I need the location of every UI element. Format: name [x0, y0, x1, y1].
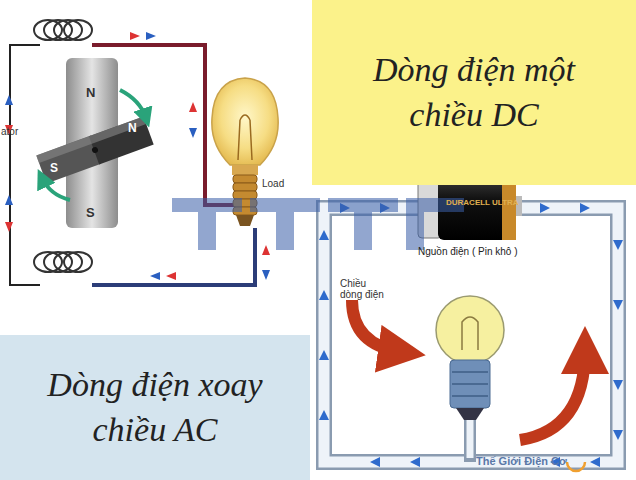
watermark-mark	[172, 198, 464, 250]
pole-label: N	[128, 122, 137, 135]
pole-label: S	[50, 162, 58, 175]
current-direction-label: Chiều dòng điện	[340, 278, 390, 300]
ac-circuit	[5, 20, 278, 285]
battery-brand: DURACELL ULTRA	[446, 199, 519, 208]
watermark-text: Thế Giới Điện Cơ	[476, 455, 567, 467]
source-label: Nguồn điện ( Pin khô )	[418, 246, 518, 257]
dc-circuit	[319, 172, 623, 471]
pole-label: N	[86, 86, 95, 100]
ac-title-band: Dòng điện xoay chiều AC	[0, 335, 310, 480]
title-text: Dòng điện một chiều DC	[312, 48, 636, 136]
dc-title-band: Dòng điện một chiều DC	[312, 0, 636, 185]
generator-label: ator	[1, 126, 18, 137]
load-label: Load	[262, 178, 284, 189]
title-text: Dòng điện xoay chiều AC	[0, 363, 310, 451]
pole-label: S	[86, 206, 95, 220]
